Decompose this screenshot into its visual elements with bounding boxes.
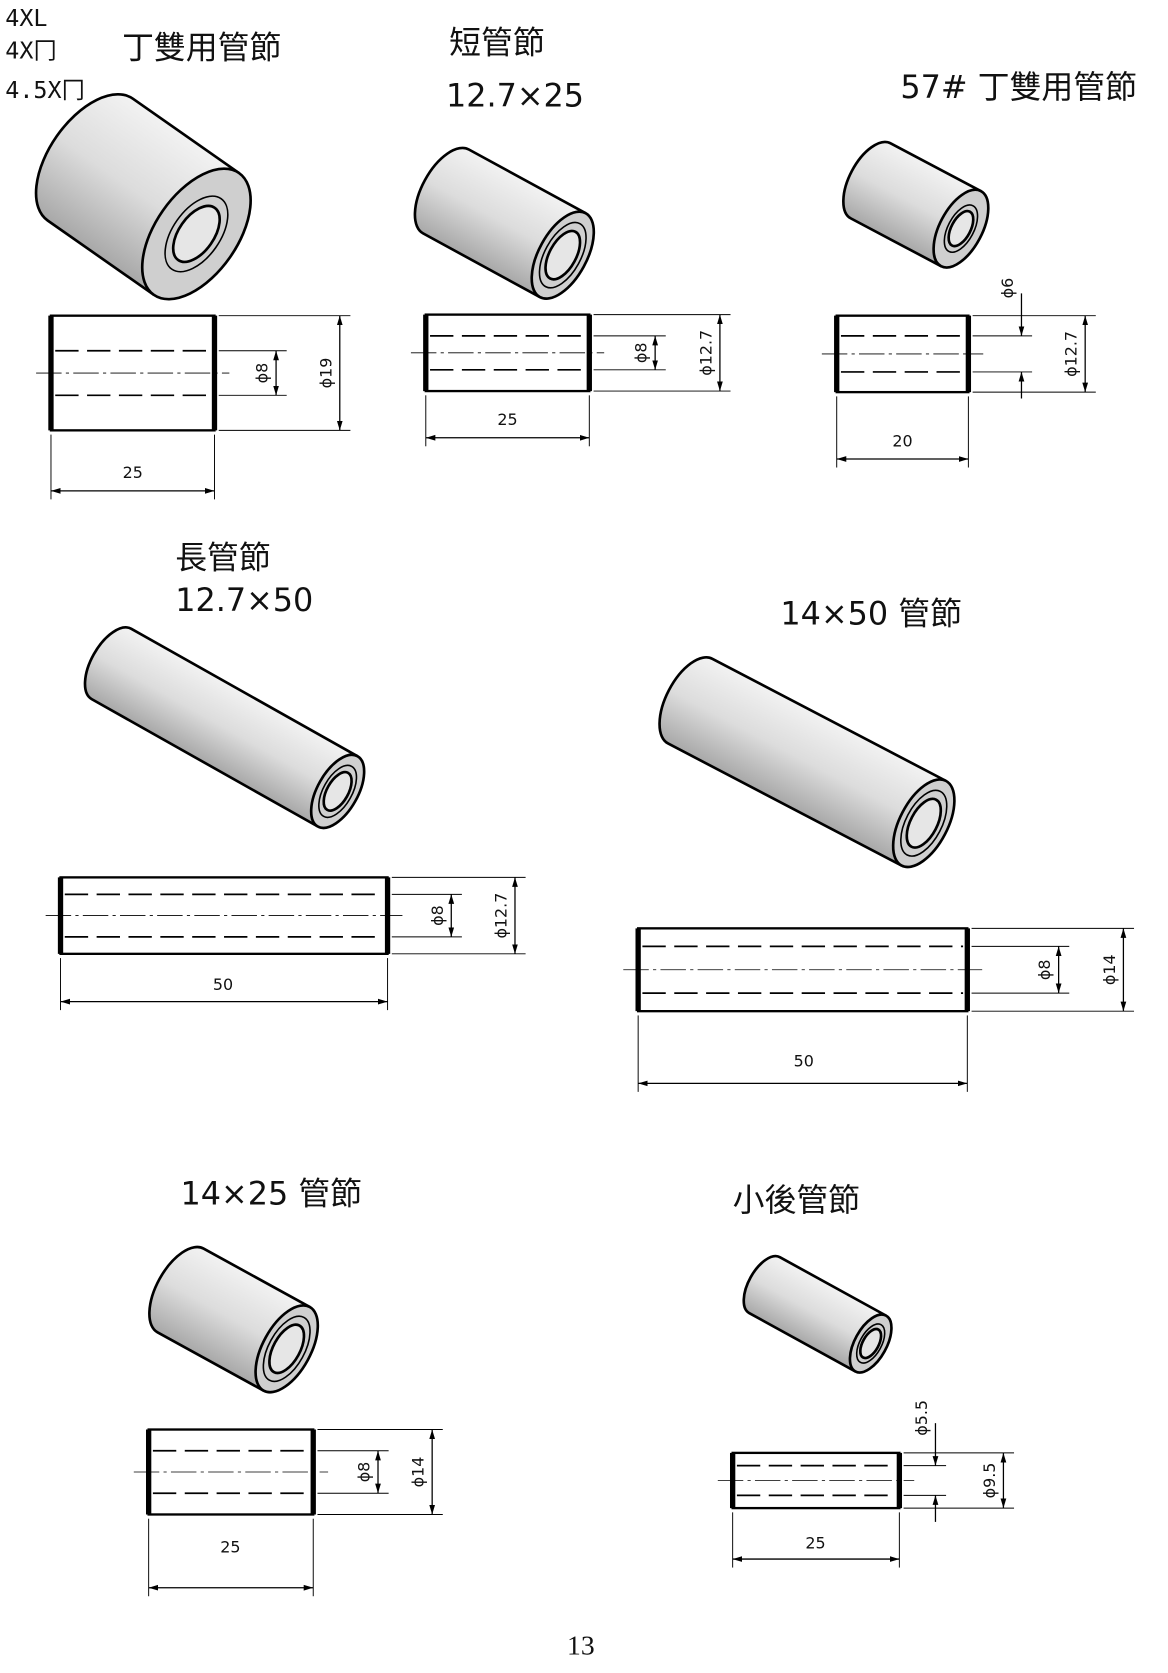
outer-diameter-label: ϕ12.7 [696, 330, 715, 376]
part-a: 25 ϕ19 ϕ8 [34, 93, 351, 500]
tube-chamfer [855, 1323, 886, 1364]
isometric-tube [842, 140, 990, 269]
inner-diameter-label: ϕ8 [355, 1462, 374, 1483]
part-code: 4.5X冂 [5, 76, 85, 104]
outer-diameter-label: ϕ9.5 [980, 1463, 999, 1499]
tube-chamfer [262, 1315, 311, 1383]
orthographic-view: 50 ϕ14 ϕ8 [623, 927, 1135, 1092]
part-f: 25 ϕ14 ϕ8 [133, 1245, 443, 1597]
outer-diameter-label: ϕ12.7 [1062, 331, 1081, 377]
isometric-tube [148, 1245, 320, 1394]
outer-diameter-label: ϕ19 [316, 358, 335, 389]
part-d: 50 ϕ12.7 ϕ8 [45, 626, 526, 1011]
length-label: 20 [892, 431, 912, 450]
orthographic-view: 20 ϕ12.7 ϕ6 [821, 278, 1096, 468]
part-title: 短管節 [449, 23, 545, 61]
part-subtitle: 12.7×50 [175, 581, 313, 619]
part-e: 50 ϕ14 ϕ8 [623, 656, 1135, 1092]
length-label: 25 [805, 1533, 825, 1552]
inner-diameter-label: ϕ8 [632, 343, 651, 364]
part-title: 丁雙用管節 [122, 29, 281, 67]
orthographic-view: 25 ϕ19 ϕ8 [36, 314, 351, 500]
isometric-tube [658, 656, 956, 869]
tube-chamfer [318, 764, 358, 819]
isometric-tube [413, 146, 596, 300]
inner-diameter-label: ϕ5.5 [912, 1400, 931, 1436]
part-g: 25 ϕ9.5 ϕ5.5 [717, 1254, 1015, 1568]
tube-chamfer [900, 789, 948, 857]
inner-diameter-label: ϕ6 [998, 278, 1017, 299]
length-label: 25 [123, 463, 143, 482]
isometric-tube [742, 1254, 893, 1374]
isometric-tube [34, 93, 252, 301]
orthographic-view: 25 ϕ9.5 ϕ5.5 [717, 1400, 1015, 1568]
inner-diameter-label: ϕ8 [1035, 959, 1054, 980]
tube-chamfer [538, 221, 587, 289]
tube-bore [544, 229, 582, 281]
part-subtitle: 12.7×25 [446, 76, 584, 114]
tube-body [658, 656, 947, 867]
part-title: 小後管節 [733, 1181, 860, 1219]
tube-bore [858, 1327, 883, 1360]
part-c: 20 ϕ12.7 ϕ6 [821, 140, 1096, 468]
orthographic-view: 25 ϕ12.7 ϕ8 [410, 313, 731, 447]
part-title: 57# 丁雙用管節 [900, 68, 1137, 106]
outer-diameter-label: ϕ14 [1100, 954, 1119, 985]
outer-diameter-label: ϕ12.7 [491, 893, 510, 939]
page-number: 13 [567, 1630, 595, 1661]
length-label: 25 [220, 1538, 240, 1557]
tube-bore [905, 797, 943, 849]
tube-chamfer [943, 204, 979, 253]
inner-diameter-label: ϕ8 [253, 363, 272, 384]
tube-bore [268, 1323, 306, 1375]
length-label: 50 [794, 1051, 814, 1070]
length-label: 50 [213, 975, 233, 994]
part-title: 14×50 管節 [780, 595, 962, 633]
tube-bore [947, 209, 975, 248]
part-title: 14×25 管節 [181, 1174, 363, 1212]
length-label: 25 [497, 410, 517, 429]
part-code: 4X冂 [5, 37, 56, 65]
isometric-tube [83, 626, 366, 830]
orthographic-view: 50 ϕ12.7 ϕ8 [45, 876, 526, 1011]
inner-diameter-label: ϕ8 [428, 905, 447, 926]
tube-bore [322, 770, 353, 812]
orthographic-view: 25 ϕ14 ϕ8 [133, 1428, 443, 1597]
tube-bore [171, 204, 221, 264]
part-b: 25 ϕ12.7 ϕ8 [410, 146, 731, 447]
tube-body [83, 626, 359, 828]
tube-chamfer [164, 195, 229, 273]
part-code: 4XL [5, 4, 47, 32]
outer-diameter-label: ϕ14 [409, 1457, 428, 1488]
part-title: 長管節 [175, 538, 271, 576]
tube-body [742, 1254, 887, 1373]
